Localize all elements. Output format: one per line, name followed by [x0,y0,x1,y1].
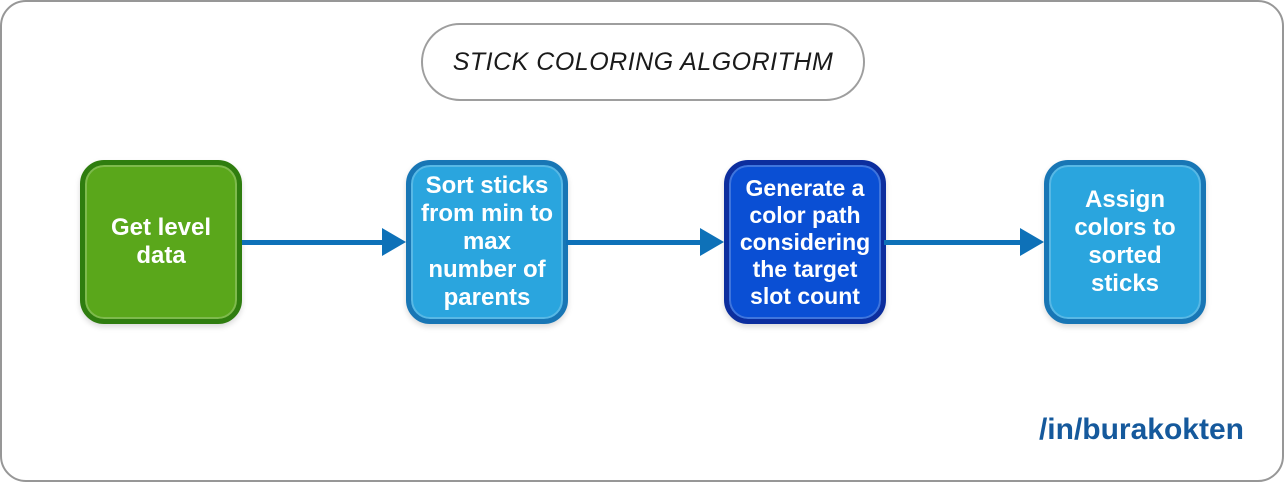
flow-arrow-icon [566,228,724,256]
arrow-line [884,239,1020,245]
arrow-line [242,239,382,245]
step-label: Assign colors to sorted sticks [1074,186,1176,297]
step-label: Generate a color path considering the ta… [739,174,871,309]
arrow-head-icon [382,228,406,256]
diagram-title: STICK COLORING ALGORITHM [452,47,834,76]
arrow-line [566,239,700,245]
step-assign-colors: Assign colors to sorted sticks [1044,160,1206,324]
flow-arrow-icon [242,228,406,256]
step-sort-sticks: Sort sticks from min to max number of pa… [406,160,568,324]
step-label: Sort sticks from min to max number of pa… [421,172,553,311]
linkedin-handle: /in/burakokten [1038,413,1244,446]
step-generate-color-path: Generate a color path considering the ta… [724,160,886,324]
title-pill: STICK COLORING ALGORITHM [421,23,865,101]
step-get-level-data: Get level data [80,160,242,324]
step-label: Get level data [110,214,212,269]
arrow-head-icon [700,228,724,256]
flow-arrow-icon [884,228,1044,256]
arrow-head-icon [1020,228,1044,256]
